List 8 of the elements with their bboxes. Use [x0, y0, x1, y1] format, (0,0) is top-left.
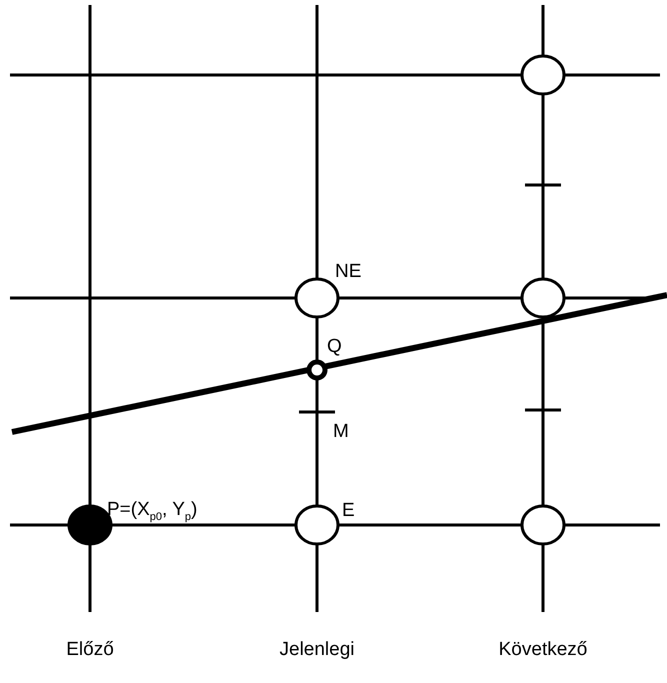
column-label: Jelenlegi	[280, 640, 354, 659]
point-label: E	[342, 501, 355, 520]
column-label: Következő	[498, 640, 588, 659]
point-label: NE	[335, 262, 362, 281]
column-label: Előző	[66, 640, 114, 659]
point-label: P=(X$_{p0}$, Y$_{p}$)	[107, 500, 198, 523]
point-label: Q	[327, 337, 342, 356]
point-label: M	[333, 422, 349, 441]
